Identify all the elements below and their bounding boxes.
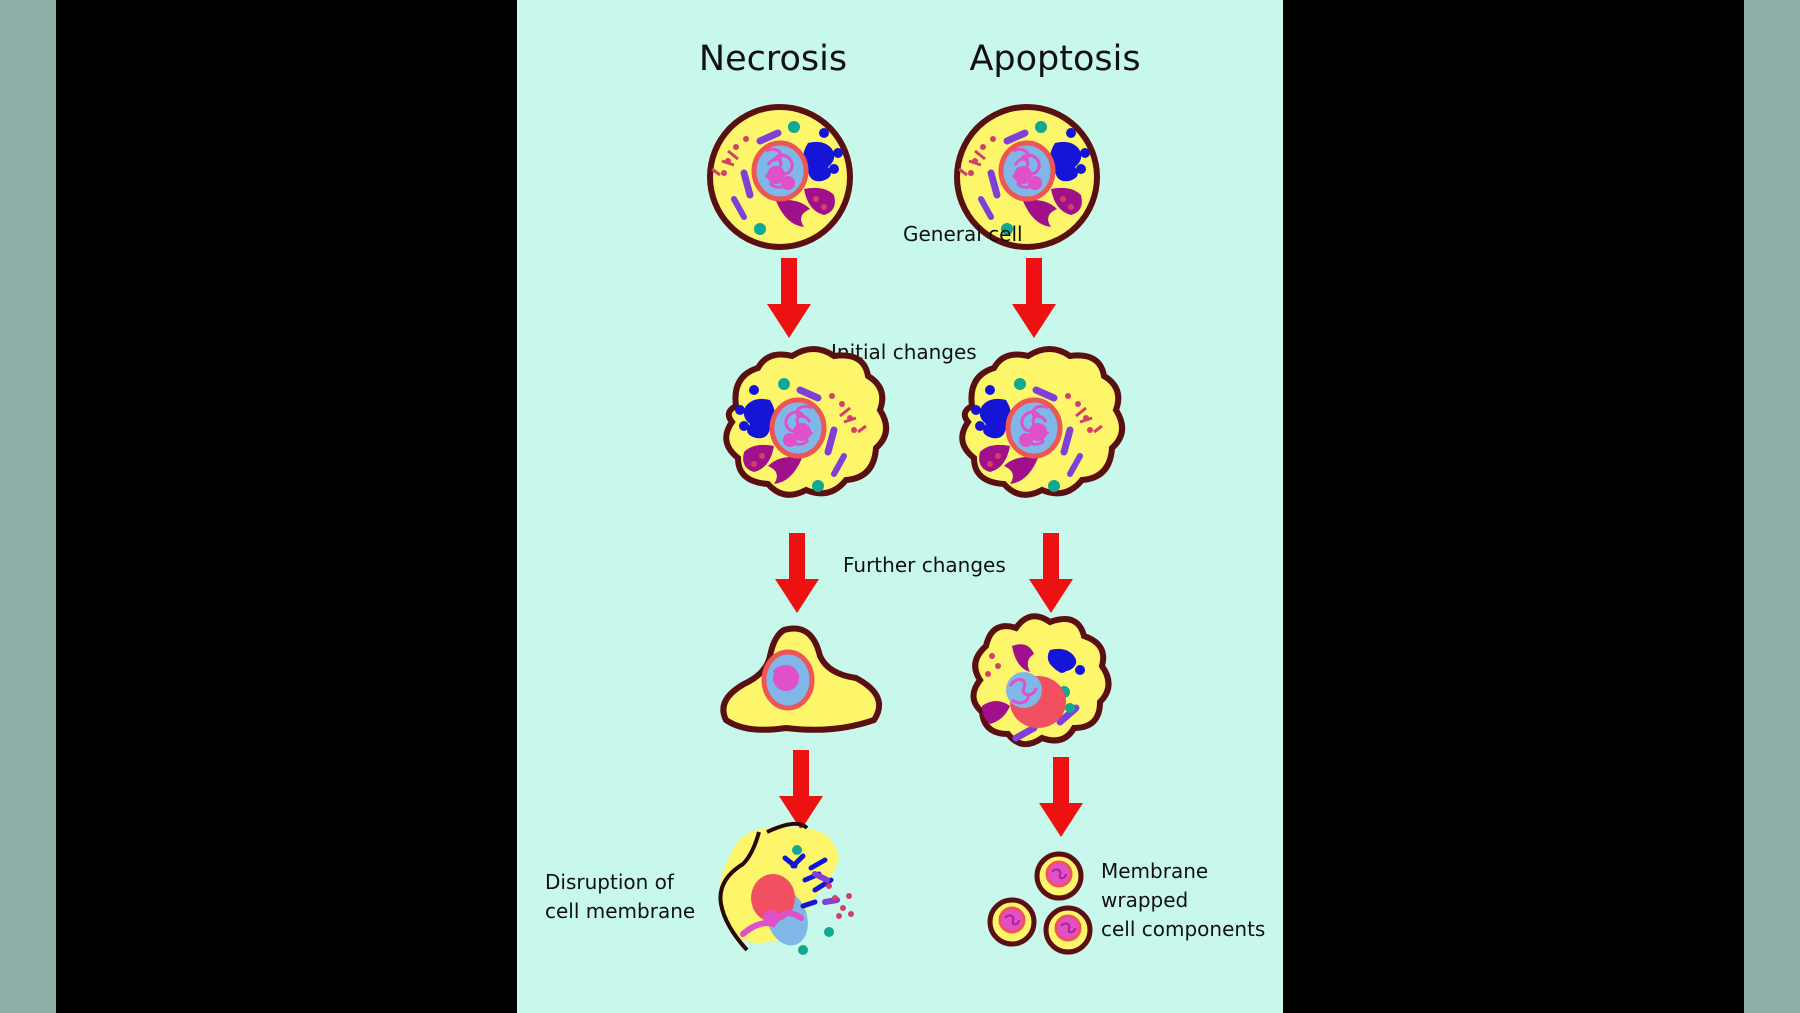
general-cell-label: General cell	[903, 222, 1023, 246]
apoptosis-title: Apoptosis	[969, 39, 1140, 79]
disruption-label-line2: cell membrane	[545, 899, 695, 923]
necrosis-initial-cell	[723, 346, 889, 498]
apoptosis-initial-cell	[959, 346, 1125, 498]
apoptosis-arrow-3	[1039, 757, 1083, 837]
necrosis-general-cell	[707, 104, 853, 250]
necrosis-arrow-3	[779, 750, 823, 830]
diagram-svg: Necrosis Apoptosis General cell Initial …	[545, 39, 1265, 955]
necrosis-arrow-2	[775, 533, 819, 613]
apoptotic-body-top	[1037, 854, 1081, 898]
membrane-label-line1: Membrane	[1101, 859, 1208, 883]
necrosis-disrupted-cell	[718, 821, 854, 955]
apoptosis-arrow-2	[1029, 533, 1073, 613]
necrosis-further-cell	[720, 625, 882, 733]
necrosis-title: Necrosis	[699, 39, 847, 79]
disruption-label-line1: Disruption of	[545, 870, 675, 894]
membrane-label-line3: cell components	[1101, 917, 1265, 941]
apoptosis-further-cell	[970, 613, 1112, 747]
apoptosis-arrow-1	[1012, 258, 1056, 338]
apoptotic-body-left	[990, 900, 1034, 944]
necrosis-arrow-1	[767, 258, 811, 338]
membrane-label-line2: wrapped	[1101, 888, 1188, 912]
diagram-panel: Necrosis Apoptosis General cell Initial …	[517, 0, 1283, 1013]
apoptosis-general-cell	[954, 104, 1100, 250]
further-changes-label: Further changes	[843, 553, 1006, 577]
apoptotic-body-right	[1046, 908, 1090, 952]
